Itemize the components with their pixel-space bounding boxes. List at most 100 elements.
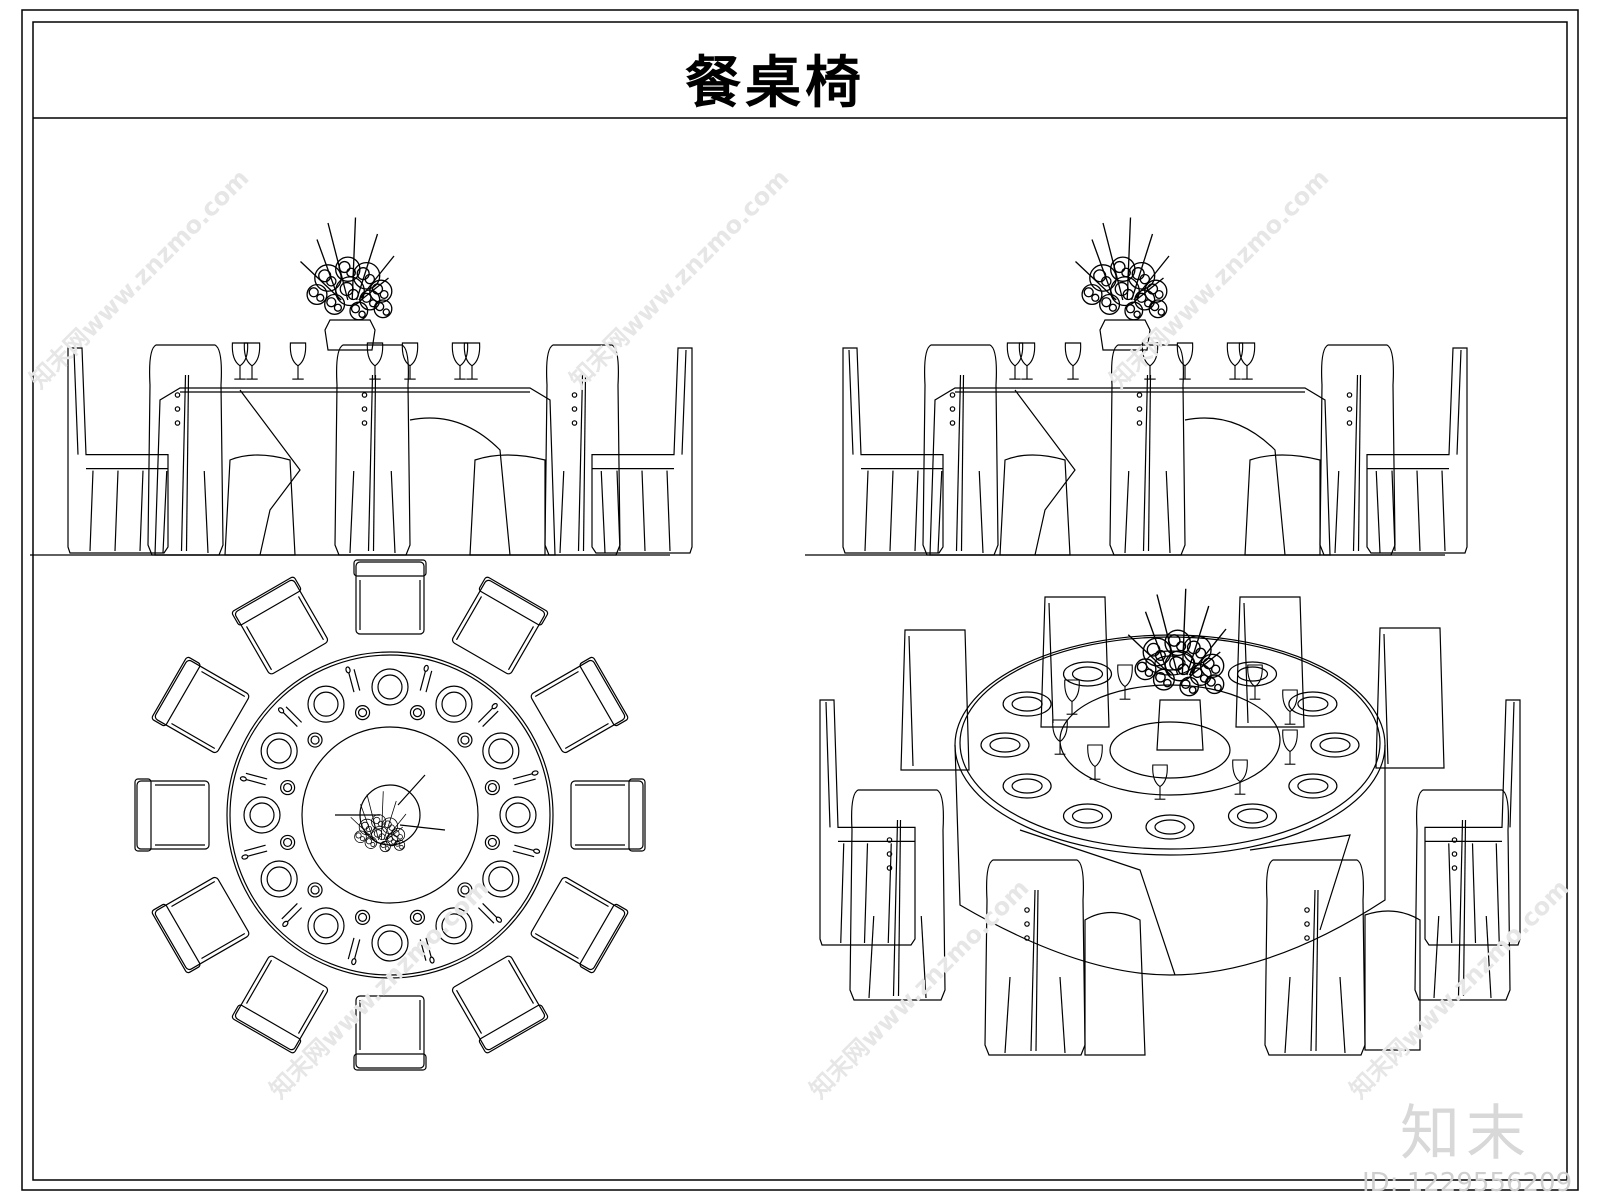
lazy-susan [301, 726, 479, 904]
plate-persp-well [1319, 737, 1351, 753]
chair-seat-side [469, 454, 546, 556]
plate-persp [1145, 650, 1195, 676]
chair-side-edge [825, 701, 831, 828]
dinner-plate-well [313, 913, 339, 939]
chair-skirt-fold [1448, 843, 1453, 944]
flower-petal [373, 816, 381, 825]
leader-line [399, 824, 446, 831]
chair-seat-edge [297, 596, 325, 641]
chair-seat-plan [154, 876, 250, 971]
chair-plan [231, 955, 329, 1054]
cutlery [477, 702, 499, 728]
flower-bloom [1127, 261, 1156, 290]
chair-back-pleat [180, 374, 187, 552]
glass-bowl [1152, 764, 1168, 788]
chair-skirt-fold [914, 470, 919, 552]
wine-glass [1052, 719, 1068, 755]
flower-stem [1135, 277, 1164, 301]
dinner-plate [243, 796, 281, 834]
flower-petal [1146, 642, 1161, 657]
dinner-plate-well [266, 738, 292, 764]
flower-petal [1191, 667, 1203, 679]
plate-persp [1062, 803, 1113, 829]
chair-fold [1485, 915, 1492, 999]
chair-back-pleat [1315, 889, 1319, 1052]
chair-back-pleat [1352, 374, 1359, 552]
wine-glass [366, 342, 384, 380]
wine-glass [1176, 342, 1194, 380]
glass-top-inner [310, 735, 320, 745]
spoon-bowl [239, 776, 247, 782]
chair-seat-edge [171, 880, 216, 908]
spoon-bowl [282, 920, 289, 928]
dinner-plate [482, 860, 520, 898]
flower-petal [1150, 301, 1160, 312]
chair-slipcover-side [1366, 347, 1468, 554]
spoon-handle [482, 902, 498, 918]
dinner-plate-well [313, 691, 339, 717]
chair-side-outline [842, 347, 944, 554]
chair-slipcover-back [1109, 344, 1186, 556]
chair-side-edge [1509, 701, 1515, 828]
wine-glass [1064, 342, 1082, 380]
spoon-handle [514, 844, 534, 851]
chair-button [1451, 851, 1458, 857]
spoon-bowl [345, 666, 351, 674]
plate-persp-well [1011, 778, 1043, 794]
glass-top [354, 909, 371, 925]
dinner-plate-well [377, 674, 403, 700]
fork-handle [482, 710, 499, 728]
chair-button [1304, 907, 1310, 913]
chair-slipcover-side [1424, 699, 1521, 946]
dinner-plate-well [441, 913, 467, 939]
chair-button [949, 420, 956, 426]
chair-seat-plan [451, 955, 546, 1051]
chair-back-plan [151, 903, 201, 974]
chair-back-pleat [897, 819, 902, 997]
chair-plan [570, 778, 646, 852]
flower-petal [318, 269, 332, 283]
drawing-title: 餐桌椅 [685, 51, 865, 116]
chair-back-plan [231, 576, 302, 626]
glass-bowl [1018, 342, 1036, 367]
chair-button [361, 406, 368, 412]
glass-top [484, 779, 500, 796]
plan-view [134, 559, 646, 1071]
chair-seat-edge [507, 626, 535, 671]
spoon-handle [348, 672, 355, 693]
chair-seat-edge [201, 670, 246, 698]
glass-bowl [1141, 342, 1159, 367]
glass-top [307, 732, 323, 748]
chair-slipcover-back [922, 344, 999, 556]
spoon-bowl [533, 848, 541, 854]
glass-bowl [1226, 342, 1244, 367]
glass-bowl [1282, 729, 1298, 753]
flower-petal [355, 832, 362, 839]
flower-bloom [1134, 658, 1157, 681]
flower-petal [361, 292, 372, 303]
flower-petal [384, 846, 390, 851]
chair-back-edge [1383, 633, 1389, 765]
flower-bloom [306, 283, 328, 306]
plate-persp [1227, 803, 1278, 829]
flower-bloom [1182, 635, 1212, 665]
flower-stem [360, 277, 389, 301]
chair-fold [1339, 976, 1346, 1054]
flower-petal [1163, 678, 1172, 688]
chair-slipcover-back [984, 859, 1086, 1056]
chair-back-plan [231, 1004, 302, 1054]
flower-arrangement [350, 791, 407, 853]
spoon-bowl [277, 707, 285, 714]
chair-back-pleat [1462, 819, 1467, 997]
flower-stem [386, 826, 403, 841]
glass-bowl [1052, 719, 1068, 743]
chair-button [1451, 865, 1458, 871]
chair-button [1451, 837, 1458, 843]
tablecloth-drape [1184, 417, 1286, 556]
plate-persp-well [1154, 819, 1186, 835]
cutlery [419, 664, 433, 693]
chair-back-outline [1109, 344, 1186, 556]
glass-top [484, 834, 500, 851]
chair-skirt-fold [641, 470, 646, 552]
chair-fold [1334, 470, 1340, 554]
